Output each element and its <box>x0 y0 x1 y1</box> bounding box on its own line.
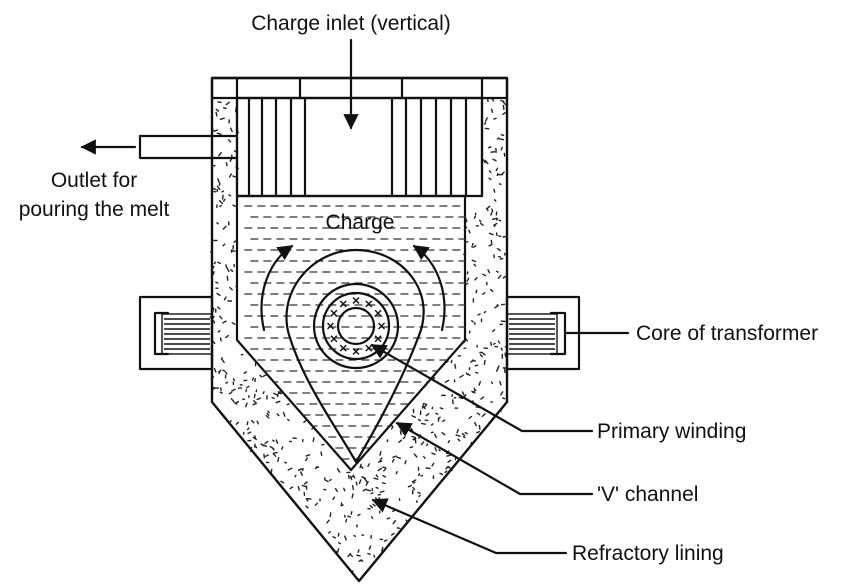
charge-label: Charge <box>326 211 395 234</box>
charge-inlet-chamber <box>235 96 484 198</box>
primary-winding-label: Primary winding <box>597 420 746 443</box>
circulation-arrows <box>260 244 446 332</box>
outlet-label-line2: pouring the melt <box>19 198 170 221</box>
v-channel-leader <box>395 421 594 496</box>
charge-inlet-label: Charge inlet (vertical) <box>251 12 451 35</box>
outlet-label-line1: Outlet for <box>51 169 137 192</box>
refractory-leader <box>371 498 568 555</box>
primary-leader <box>370 343 594 433</box>
leader-lines <box>370 331 630 555</box>
outlet-pipe <box>80 134 239 160</box>
core-rod <box>336 306 376 346</box>
refractory-lining <box>209 76 509 583</box>
primary-winding-crosses <box>327 297 385 355</box>
refractory-label: Refractory lining <box>572 542 724 565</box>
transformer-core-left <box>138 295 214 371</box>
v-channel-label: 'V' channel <box>597 483 698 506</box>
core-label: Core of transformer <box>636 322 818 345</box>
